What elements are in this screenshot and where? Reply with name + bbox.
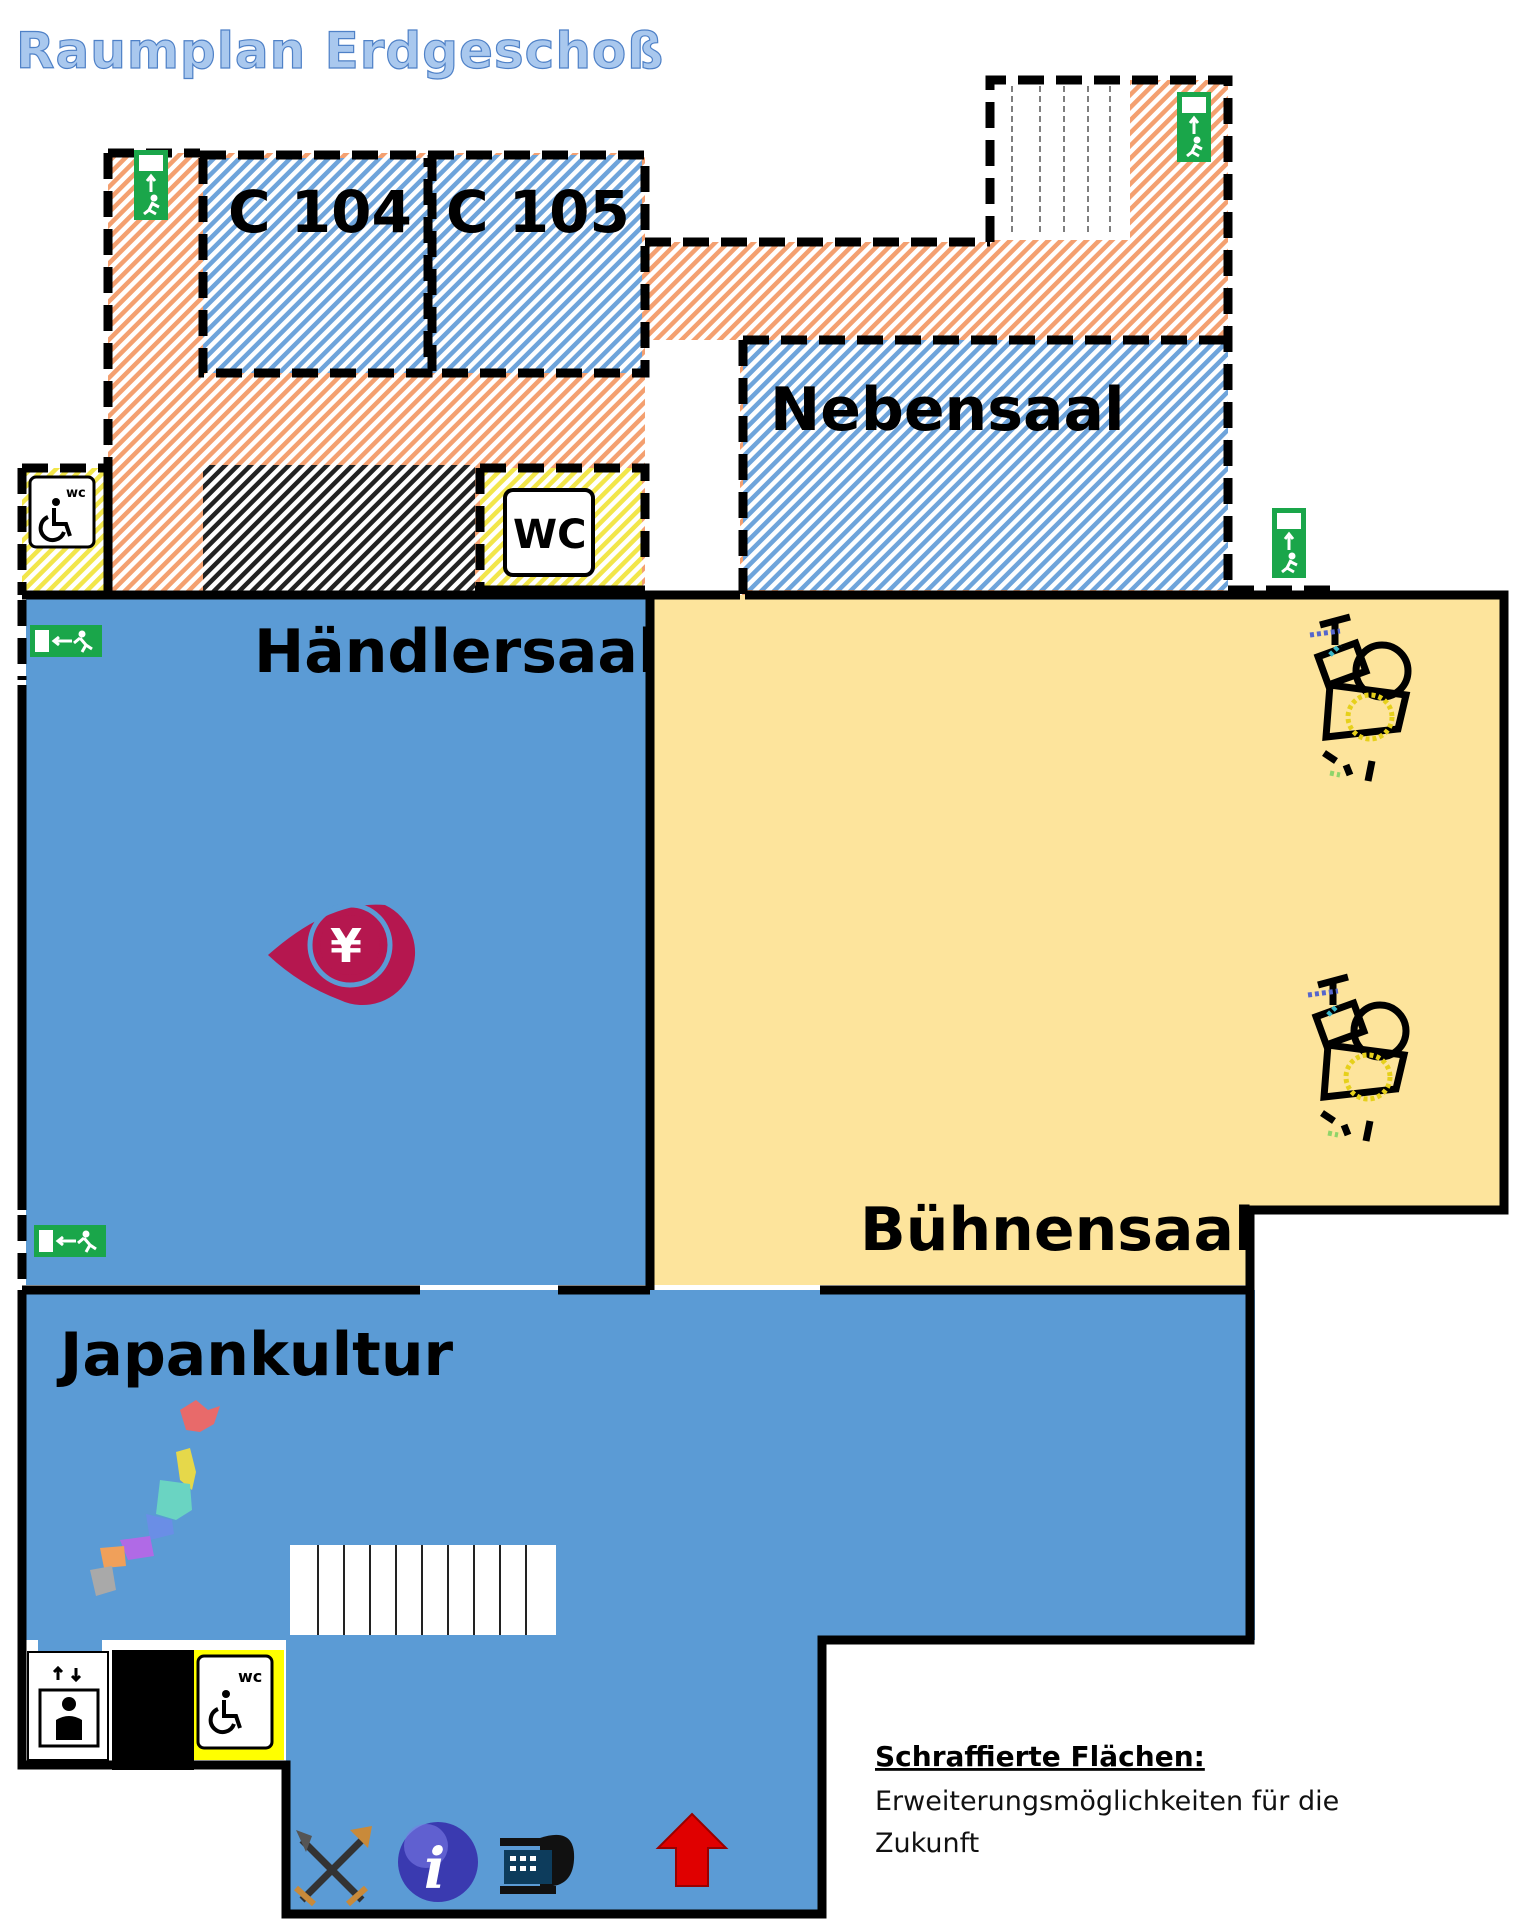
up-arrow-icon [655, 1812, 729, 1887]
staircase-upper [990, 80, 1130, 240]
label-buehnensaal: Bühnensaal [860, 1195, 1255, 1265]
legend-title: Schraffierte Flächen: [875, 1740, 1205, 1773]
label-nebensaal: Nebensaal [770, 375, 1125, 445]
emergency-exit-sign [1175, 90, 1213, 164]
svg-text:wc: wc [66, 486, 86, 501]
room-nebensaal[interactable] [743, 340, 1228, 590]
solid-walls [17, 468, 1509, 1919]
accessible-wc-icon[interactable]: wc [28, 475, 96, 549]
emergency-exit-sign [132, 148, 170, 222]
japan-map-icon [90, 1400, 220, 1596]
label-c105: C 105 [446, 178, 630, 246]
room-buehnensaal-notch [1250, 1210, 1504, 1290]
room-buehnensaal[interactable] [654, 595, 1504, 1285]
page-title: Raumplan Erdgeschoß [16, 22, 664, 80]
elevator-icon[interactable] [38, 1665, 100, 1748]
swords-icon [294, 1826, 372, 1907]
room-c104[interactable] [203, 158, 428, 373]
legend-line2: Zukunft [875, 1828, 979, 1859]
svg-text:i: i [424, 1836, 445, 1902]
shaft-block [112, 1650, 194, 1770]
accessible-wc-icon[interactable]: wc [196, 1654, 274, 1750]
room-japankultur[interactable] [26, 1290, 1255, 1914]
svg-text:wc: wc [238, 1667, 262, 1686]
emergency-exit-sign [28, 623, 104, 659]
legend-line1: Erweiterungsmöglichkeiten für die [875, 1786, 1339, 1817]
info-icon[interactable]: i [398, 1822, 478, 1902]
emergency-exit-sign [32, 1223, 108, 1259]
hatched-storage-area [203, 465, 475, 592]
yen-icon: ¥ [268, 902, 416, 1006]
label-haendlersaal: Händlersaal [254, 617, 658, 687]
room-c105[interactable] [432, 155, 642, 373]
label-c104: C 104 [228, 178, 412, 246]
label-japankultur: Japankultur [56, 1320, 454, 1390]
svg-text:¥: ¥ [330, 919, 362, 973]
emergency-exit-sign [1270, 506, 1308, 580]
wc-icon[interactable]: WC [503, 488, 595, 577]
dashed-walls [17, 75, 1340, 1280]
elevator-strip [38, 1640, 102, 1652]
svg-text:WC: WC [513, 512, 586, 558]
cash-register-icon [500, 1834, 575, 1894]
